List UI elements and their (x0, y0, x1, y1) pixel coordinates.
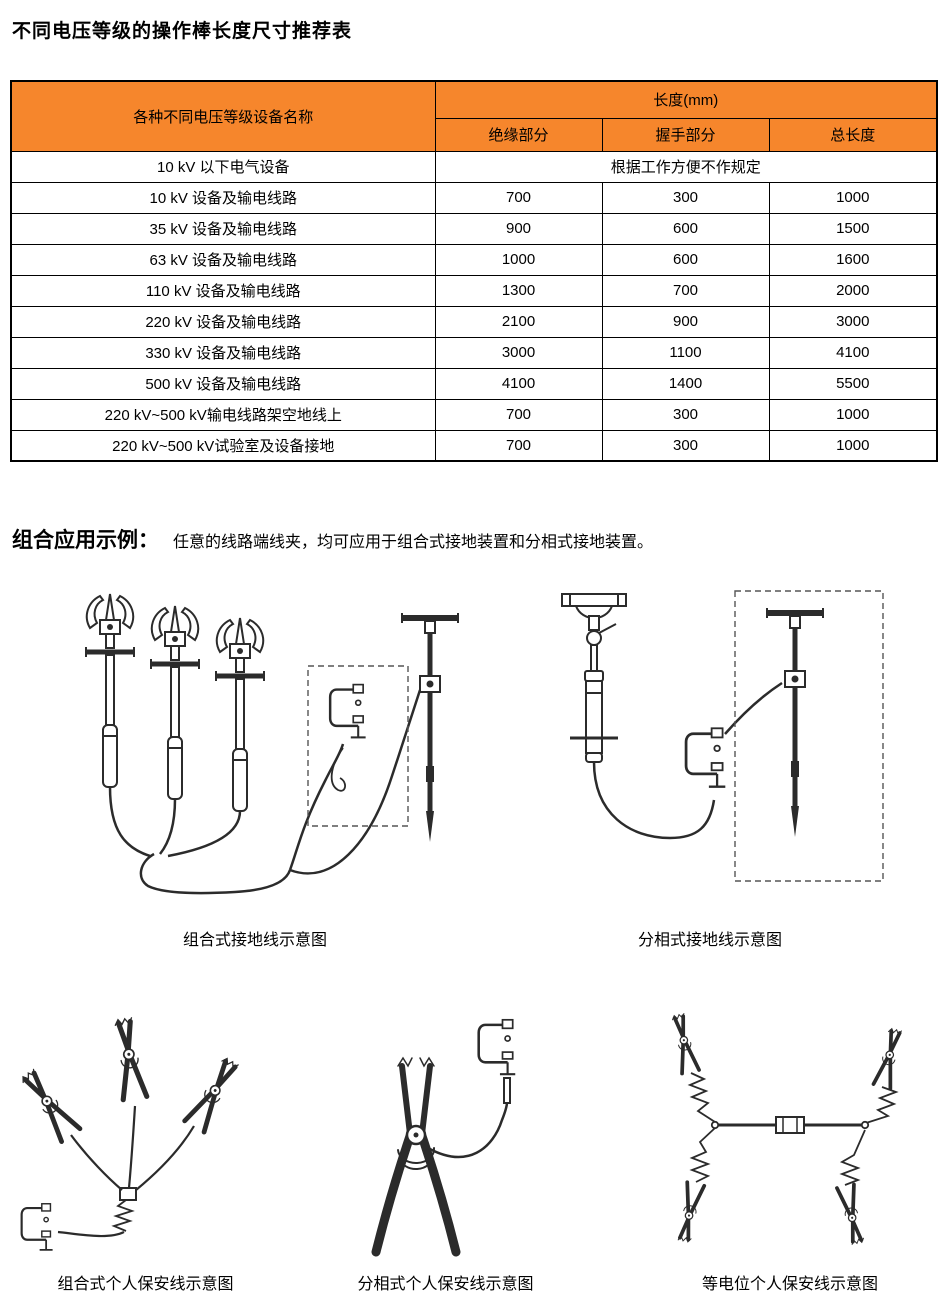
figure-caption: 等电位个人保安线示意图 (701, 1276, 878, 1293)
table-row: 220 kV 设备及输电线路 2100 900 3000 (10, 305, 938, 338)
figure-caption: 分相式接地线示意图 (637, 932, 782, 949)
line-end-clamp-drawing (684, 726, 727, 789)
ground-rod-drawing (767, 608, 823, 837)
table-row: 10 kV 以下电气设备 根据工作方便不作规定 (10, 150, 938, 183)
table-row: 220 kV~500 kV输电线路架空地线上 700 300 1000 (10, 398, 938, 431)
insulation-cell: 2100 (434, 305, 603, 338)
grounding-cables (108, 689, 422, 895)
grip-cell: 300 (601, 398, 770, 431)
note-cell: 根据工作方便不作规定 (434, 150, 938, 183)
figure-caption: 组合式接地线示意图 (182, 932, 327, 949)
alligator-clips-drawing (18, 1017, 241, 1141)
grip-cell: 600 (601, 212, 770, 245)
insulation-cell: 1300 (434, 274, 603, 307)
phase-grounding-diagram (561, 590, 884, 882)
col-header-length-group: 长度(mm) (434, 80, 938, 119)
col-header-device-name: 各种不同电压等级设备名称 (10, 80, 436, 152)
total-cell: 1000 (768, 398, 938, 431)
grip-cell: 700 (601, 274, 770, 307)
insulation-cell: 4100 (434, 367, 603, 400)
device-name-cell: 63 kV 设备及输电线路 (10, 243, 436, 276)
table-row: 35 kV 设备及输电线路 900 600 1500 (10, 212, 938, 245)
device-name-cell: 220 kV 设备及输电线路 (10, 305, 436, 338)
grip-cell: 1100 (601, 336, 770, 369)
table-header-row-sub: 绝缘部分 握手部分 总长度 (11, 117, 938, 152)
insulation-cell: 3000 (434, 336, 603, 369)
device-name-cell: 330 kV 设备及输电线路 (10, 336, 436, 369)
page-title: 不同电压等级的操作棒长度尺寸推荐表 (12, 21, 353, 42)
device-name-cell: 35 kV 设备及输电线路 (10, 212, 436, 245)
voltage-length-table: 各种不同电压等级设备名称 长度(mm) 绝缘部分 握手部分 总长度 10 kV … (10, 80, 938, 462)
col-header-total: 总长度 (768, 117, 938, 152)
total-cell: 4100 (768, 336, 938, 369)
figure-equipotential-safety: 等电位个人保安线示意图 (640, 1012, 940, 1294)
figure-combined-safety: 组合式个人保安线示意图 (8, 1008, 283, 1294)
figure-phase-safety: 分相式个人保安线示意图 (318, 1008, 573, 1294)
line-end-clamp-drawing (477, 1018, 517, 1076)
pole-clamp-drawing (86, 594, 264, 811)
section-description: 任意的线路端线夹，均可应用于组合式接地装置和分相式接地装置。 (173, 534, 654, 551)
device-name-cell: 220 kV~500 kV试验室及设备接地 (10, 429, 436, 462)
phase-safety-diagram (371, 1018, 517, 1257)
ground-rod-drawing (402, 613, 458, 842)
table-row: 330 kV 设备及输电线路 3000 1100 4100 (10, 336, 938, 369)
figure-combined-grounding: 组合式接地线示意图 (40, 586, 470, 950)
insulation-cell: 1000 (434, 243, 603, 276)
center-bar (710, 1116, 870, 1134)
figure-caption: 组合式个人保安线示意图 (57, 1276, 234, 1293)
total-cell: 1600 (768, 243, 938, 276)
device-name-cell: 10 kV 以下电气设备 (10, 150, 436, 183)
equipotential-safety-diagram (668, 1012, 907, 1247)
line-end-clamp-drawing (328, 683, 367, 739)
table-row: 220 kV~500 kV试验室及设备接地 700 300 1000 (10, 429, 938, 462)
press-clamp-pole-drawing (561, 593, 627, 763)
device-name-cell: 110 kV 设备及输电线路 (10, 274, 436, 307)
cable-junction (119, 1187, 137, 1201)
total-cell: 3000 (768, 305, 938, 338)
insulation-cell: 700 (434, 181, 603, 214)
total-cell: 1000 (768, 429, 938, 462)
table-row: 10 kV 设备及输电线路 700 300 1000 (10, 181, 938, 214)
earth-end-clamp-drawing (20, 1202, 54, 1251)
grip-cell: 300 (601, 429, 770, 462)
grip-cell: 300 (601, 181, 770, 214)
grip-cell: 1400 (601, 367, 770, 400)
device-name-cell: 220 kV~500 kV输电线路架空地线上 (10, 398, 436, 431)
dashed-detail-box (734, 590, 884, 882)
figure-phase-grounding: 分相式接地线示意图 (530, 586, 890, 950)
insulation-cell: 900 (434, 212, 603, 245)
table-row: 500 kV 设备及输电线路 4100 1400 5500 (10, 367, 938, 400)
total-cell: 5500 (768, 367, 938, 400)
application-examples-section: 组合应用示例： 任意的线路端线夹，均可应用于组合式接地装置和分相式接地装置。 (12, 524, 932, 554)
total-cell: 2000 (768, 274, 938, 307)
large-clip-drawing (371, 1056, 461, 1257)
device-name-cell: 10 kV 设备及输电线路 (10, 181, 436, 214)
combined-safety-diagram (8, 1008, 283, 1251)
col-header-insulation: 绝缘部分 (434, 117, 603, 152)
table-row: 63 kV 设备及输电线路 1000 600 1600 (10, 243, 938, 276)
figure-caption: 分相式个人保安线示意图 (357, 1276, 534, 1293)
grip-cell: 600 (601, 243, 770, 276)
section-heading: 组合应用示例： (12, 529, 159, 552)
total-cell: 1000 (768, 181, 938, 214)
insulation-cell: 700 (434, 398, 603, 431)
grip-cell: 900 (601, 305, 770, 338)
device-name-cell: 500 kV 设备及输电线路 (10, 367, 436, 400)
table-header-row-top: 各种不同电压等级设备名称 长度(mm) (10, 80, 938, 152)
safety-line-cable (427, 1101, 509, 1159)
coiled-leads (687, 1072, 899, 1186)
clamp-stem (503, 1077, 511, 1104)
combined-grounding-diagram (40, 586, 470, 895)
dashed-detail-box (307, 665, 409, 827)
insulation-cell: 700 (434, 429, 603, 462)
table-row: 110 kV 设备及输电线路 1300 700 2000 (10, 274, 938, 307)
safety-line-cables (57, 1105, 195, 1238)
total-cell: 1500 (768, 212, 938, 245)
col-header-grip: 握手部分 (601, 117, 770, 152)
grounding-cables (592, 681, 783, 840)
